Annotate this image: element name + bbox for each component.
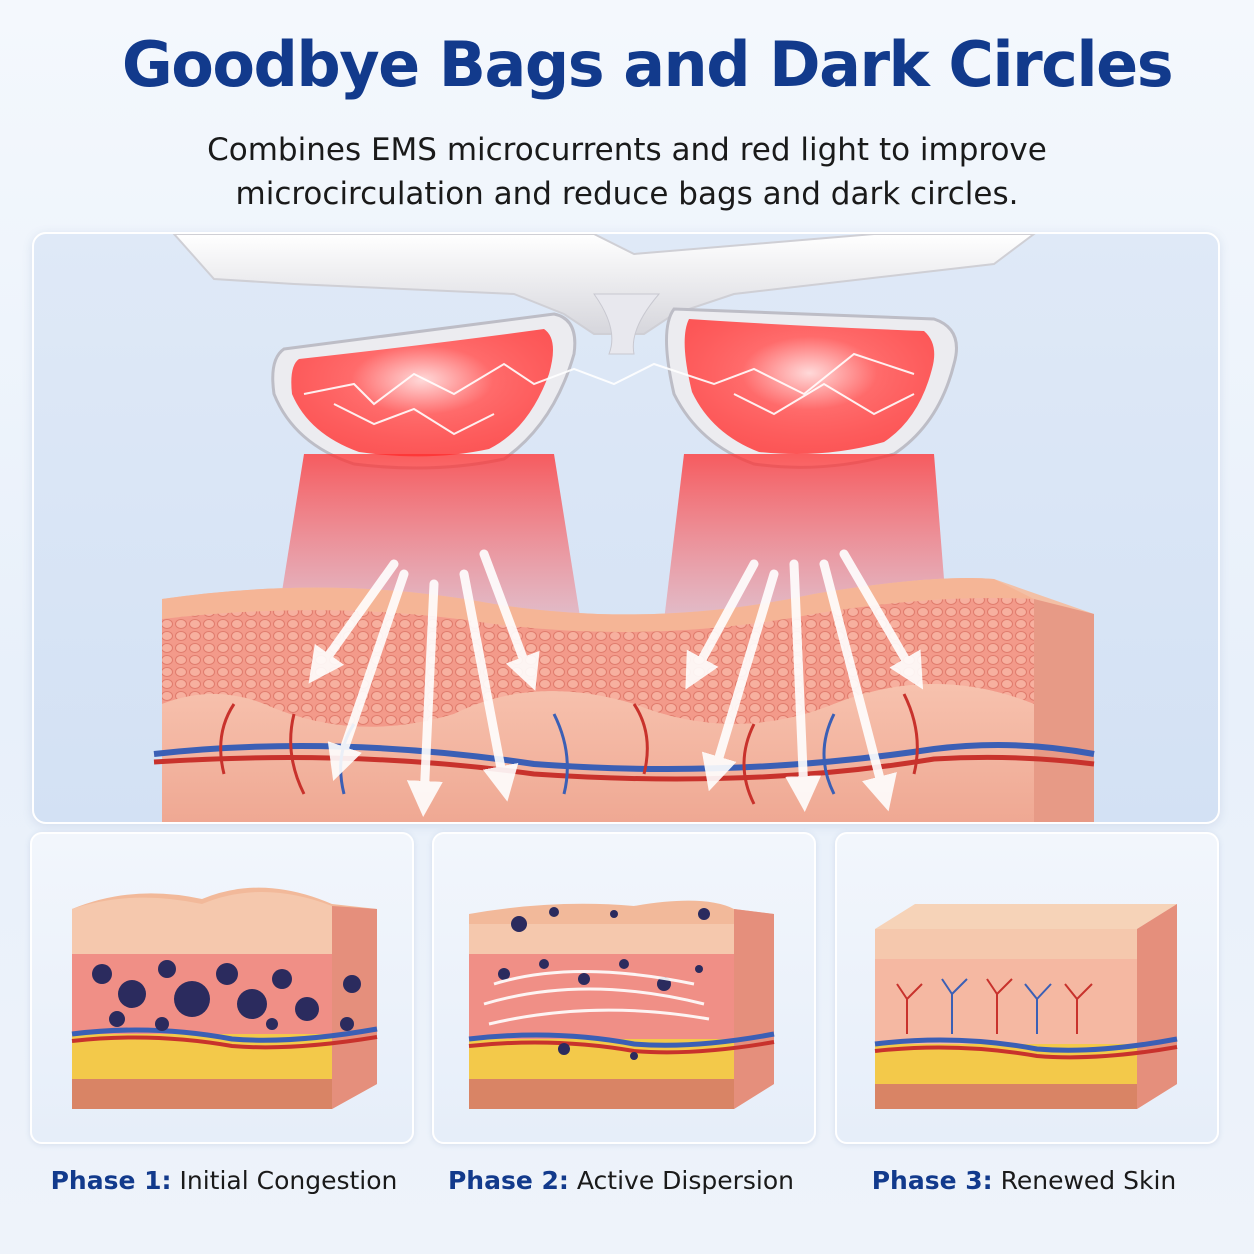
phase-3-svg <box>874 904 1178 1109</box>
hero-illustration <box>32 232 1220 824</box>
subheadline-line-2: microcirculation and reduce bags and dar… <box>235 176 1019 212</box>
headline: Goodbye Bags and Dark Circles <box>121 28 1174 101</box>
phase-2-svg <box>468 900 775 1109</box>
arrow-down-icon <box>308 549 924 817</box>
lightning-icon <box>303 352 915 436</box>
phase-2-illustration <box>432 832 816 1144</box>
subheadline: Combines EMS microcurrents and red light… <box>0 128 1254 216</box>
phase-3-description: Renewed Skin <box>1000 1166 1177 1195</box>
phase-2-label: Phase 2: <box>447 1166 569 1195</box>
phase-3-caption: Phase 3: Renewed Skin <box>824 1166 1224 1195</box>
phase-3-label: Phase 3: <box>871 1166 993 1195</box>
phase-1-illustration <box>30 832 414 1144</box>
phase-1-caption: Phase 1: Initial Congestion <box>24 1166 424 1195</box>
phase-2-caption: Phase 2: Active Dispersion <box>421 1166 821 1195</box>
phase-1-description: Initial Congestion <box>179 1166 398 1195</box>
phase-2-description: Active Dispersion <box>576 1166 795 1195</box>
hero-svg <box>153 234 1095 822</box>
phase-3-illustration <box>835 832 1219 1144</box>
subheadline-line-1: Combines EMS microcurrents and red light… <box>207 132 1047 168</box>
eye-massager-device <box>172 234 1036 470</box>
skin-cross-section <box>153 578 1095 822</box>
phase-1-svg <box>71 887 378 1109</box>
phase-1-label: Phase 1: <box>50 1166 172 1195</box>
